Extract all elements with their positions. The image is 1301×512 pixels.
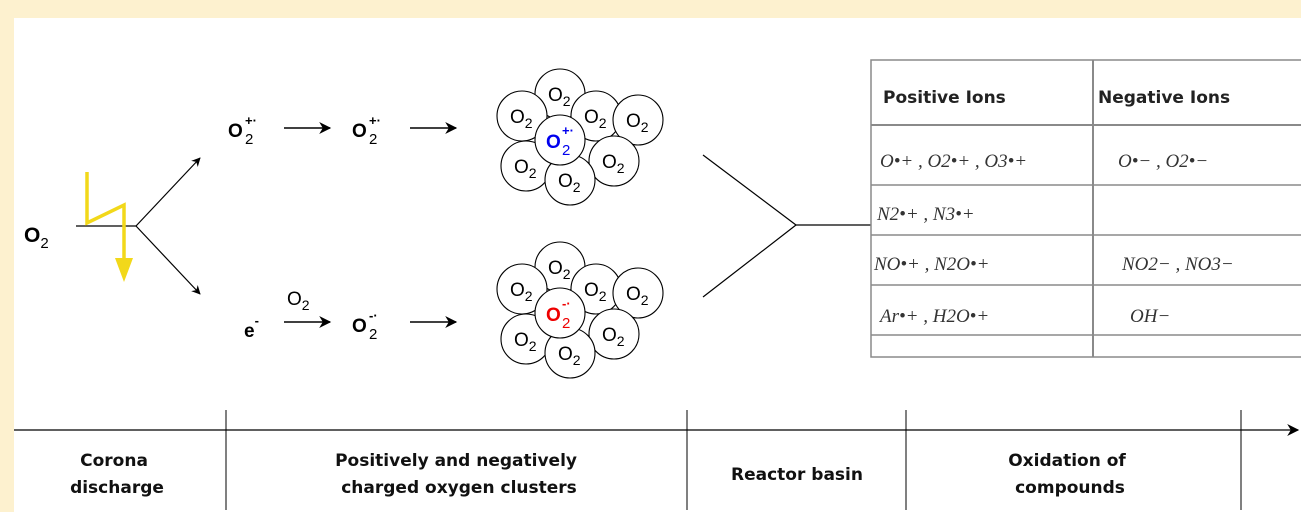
cluster-neighbor-o2-circle — [588, 135, 640, 187]
source-o2: O2 — [24, 224, 49, 252]
cluster-neighbor-o2-circle — [588, 308, 640, 360]
ion-table: Positive Ions Negative Ions O•+ , O2•+ ,… — [870, 59, 1301, 358]
cluster-neighbor-o2-circle — [612, 94, 664, 146]
cluster-neighbor-o2-label: O2 — [548, 85, 571, 109]
upper-species-1: O+·2 — [228, 113, 257, 148]
lightning-arrowhead-icon — [115, 258, 133, 282]
cluster-center-ion-circle — [534, 114, 586, 166]
cluster-neighbor-o2-circle — [612, 267, 664, 319]
stage-label-oxidation: Oxidation of compounds — [1008, 451, 1132, 498]
lightning-bolt-icon — [85, 172, 126, 262]
cluster-neighbor-o2-label: O2 — [558, 171, 581, 195]
cluster-neighbor-o2-label: O2 — [584, 107, 607, 131]
cluster-neighbor-o2-label: O2 — [626, 284, 649, 308]
cluster-neighbor-o2-label: O2 — [510, 107, 533, 131]
stage-label-corona: Corona discharge — [70, 451, 164, 498]
ion-cell-positive: N2•+ , N3•+ — [876, 204, 975, 225]
ion-table-header-positive: Positive Ions — [883, 88, 1006, 108]
cluster-neighbor-o2-label: O2 — [584, 280, 607, 304]
cluster-center-ion-label: O+·2 — [546, 123, 574, 159]
stage-label-clusters: Positively and negatively charged oxygen… — [335, 451, 583, 498]
ion-cell-negative: NO2− , NO3− — [1121, 254, 1234, 275]
ion-table-header-negative: Negative Ions — [1098, 88, 1230, 108]
arrow-to-lower-branch — [135, 225, 201, 295]
cluster-neighbor-o2-label: O2 — [548, 258, 571, 282]
ion-table-frame — [870, 59, 1301, 358]
cluster-center-ion-label: O-·2 — [546, 296, 571, 332]
ion-cell-positive: O•+ , O2•+ , O3•+ — [880, 151, 1027, 172]
upper-species-2: O+·2 — [352, 113, 381, 148]
over-arrow-o2: O2 — [287, 289, 310, 313]
ion-cell-positive: Ar•+ , H2O•+ — [878, 306, 989, 327]
ion-cell-positive: NO•+ , N2O•+ — [873, 254, 989, 275]
converge-line-lower — [702, 224, 797, 298]
ion-cell-negative: OH− — [1130, 306, 1170, 327]
lower-species: O-·2 — [352, 308, 378, 343]
stage-label-reactor: Reactor basin — [731, 465, 863, 485]
arrow-to-upper-branch — [135, 157, 201, 227]
ion-cell-negative: O•− , O2•− — [1118, 151, 1208, 172]
cluster-neighbor-o2-label: O2 — [602, 325, 625, 349]
cluster-neighbor-o2-label: O2 — [514, 157, 537, 181]
cluster-neighbor-o2-label: O2 — [514, 330, 537, 354]
cluster-neighbor-o2-label: O2 — [602, 152, 625, 176]
converge-line-upper — [702, 154, 797, 226]
cluster-center-ion-circle — [534, 287, 586, 339]
cluster-neighbor-o2-label: O2 — [626, 111, 649, 135]
lower-electron: e- — [244, 313, 259, 342]
cluster-neighbor-o2-label: O2 — [510, 280, 533, 304]
cluster-neighbor-o2-label: O2 — [558, 344, 581, 368]
